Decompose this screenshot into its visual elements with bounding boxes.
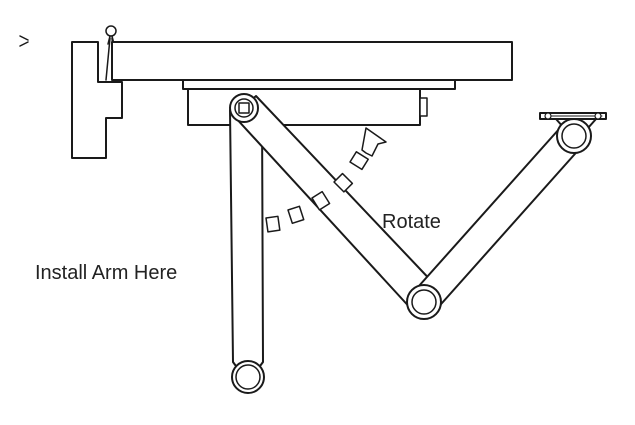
elbow-joint [406,284,442,320]
door-frame [71,41,123,159]
mounting-plate [182,79,456,90]
corner-mark [19,35,29,47]
install-position-arm [229,107,265,394]
rotation-arrow [265,127,387,233]
closer-body [187,88,421,126]
main-arm [233,95,439,313]
rotate-label: Rotate [382,211,441,233]
install-arm-label: Install Arm Here [35,262,178,284]
adjustment-valve [419,97,428,117]
rotation-arrowhead [361,127,387,157]
door-leaf [111,41,513,81]
frame-bracket [539,112,607,154]
pinion-joint [229,93,259,123]
